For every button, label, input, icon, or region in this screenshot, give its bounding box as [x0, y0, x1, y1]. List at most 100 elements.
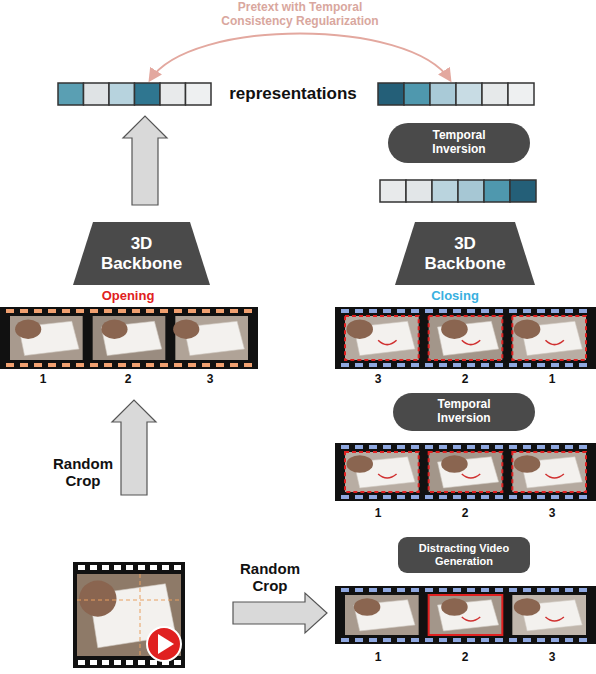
crop-guide	[140, 574, 141, 656]
frame-index: 2	[118, 373, 138, 387]
film-hole	[579, 309, 587, 313]
film-hole	[537, 363, 545, 367]
film-hole	[565, 309, 573, 313]
film-hole	[397, 638, 405, 642]
film-hole	[76, 309, 84, 313]
film-hole	[565, 363, 573, 367]
film-hole	[383, 363, 391, 367]
film-hole	[62, 363, 70, 367]
film-hole	[495, 309, 503, 313]
film-hole	[369, 588, 377, 592]
frame-image	[10, 316, 83, 360]
film-hole	[341, 309, 349, 313]
frame-image	[345, 316, 419, 360]
film-hole	[551, 588, 559, 592]
film-hole	[509, 638, 517, 642]
film-hole	[551, 638, 559, 642]
film-hole	[188, 363, 196, 367]
film-hole	[160, 363, 168, 367]
film-hole	[481, 363, 489, 367]
film-hole	[467, 495, 475, 499]
film-hole	[369, 495, 377, 499]
film-hole	[355, 588, 363, 592]
film-hole	[579, 638, 587, 642]
feature-cell	[430, 83, 456, 105]
film-hole	[565, 638, 573, 642]
film-hole	[90, 309, 98, 313]
frame-index: 1	[33, 373, 53, 387]
film-hole	[78, 660, 85, 665]
feature-cell	[510, 180, 536, 202]
frame-index: 3	[368, 373, 388, 387]
frame-image	[93, 316, 166, 360]
frame-border	[345, 452, 419, 492]
film-hole	[397, 495, 405, 499]
film-hole	[174, 660, 181, 665]
feature-cell	[58, 83, 84, 105]
film-hole	[523, 363, 531, 367]
film-hole	[495, 445, 503, 449]
operation-label: Random Crop	[48, 455, 118, 490]
film-hole	[523, 638, 531, 642]
film-hole	[523, 445, 531, 449]
film-hole	[523, 495, 531, 499]
film-hole	[537, 588, 545, 592]
film-hole	[467, 588, 475, 592]
film-hole	[369, 363, 377, 367]
frame-border	[429, 316, 503, 360]
feature-cell	[456, 83, 482, 105]
frame-border	[345, 316, 419, 360]
frame-border	[512, 316, 586, 360]
smile-drawing	[462, 474, 480, 478]
film-hole	[453, 638, 461, 642]
film-hole	[467, 638, 475, 642]
film-hole	[509, 309, 517, 313]
film-base	[335, 443, 596, 501]
film-hole	[102, 660, 109, 665]
film-hole	[537, 445, 545, 449]
frame-index: 1	[368, 507, 388, 521]
film-hole	[481, 445, 489, 449]
frame-border	[429, 452, 503, 492]
pretext-label: Pretext with Temporal Consistency Regula…	[213, 1, 388, 29]
film-hole	[467, 363, 475, 367]
film-hole	[90, 565, 97, 570]
film-hole	[509, 588, 517, 592]
flow-arrow	[233, 593, 327, 633]
film-hole	[174, 309, 182, 313]
smile-drawing	[462, 617, 480, 621]
film-hole	[411, 363, 419, 367]
frame-image	[429, 595, 503, 635]
film-hole	[453, 309, 461, 313]
hand-shape	[354, 598, 381, 616]
film-hole	[78, 565, 85, 570]
film-strip	[335, 586, 596, 644]
frame-image	[512, 595, 586, 635]
film-hole	[216, 309, 224, 313]
film-hole	[453, 495, 461, 499]
clip-label: Opening	[78, 289, 178, 304]
frame-image	[77, 574, 181, 656]
film-hole	[355, 363, 363, 367]
film-hole	[551, 495, 559, 499]
feature-cell	[160, 83, 186, 105]
hand-shape	[346, 455, 373, 473]
film-hole	[6, 363, 14, 367]
film-hole	[146, 309, 154, 313]
film-hole	[138, 565, 145, 570]
hand-shape	[514, 455, 541, 473]
film-hole	[481, 309, 489, 313]
smile-drawing	[545, 340, 563, 344]
film-hole	[411, 588, 419, 592]
film-hole	[76, 363, 84, 367]
film-hole	[579, 495, 587, 499]
play-icon	[158, 634, 174, 654]
frame-index: 1	[542, 373, 562, 387]
node-text: 3D Backbone	[420, 234, 510, 273]
film-hole	[126, 565, 133, 570]
film-hole	[453, 588, 461, 592]
film-hole	[383, 588, 391, 592]
film-hole	[132, 363, 140, 367]
film-hole	[565, 588, 573, 592]
